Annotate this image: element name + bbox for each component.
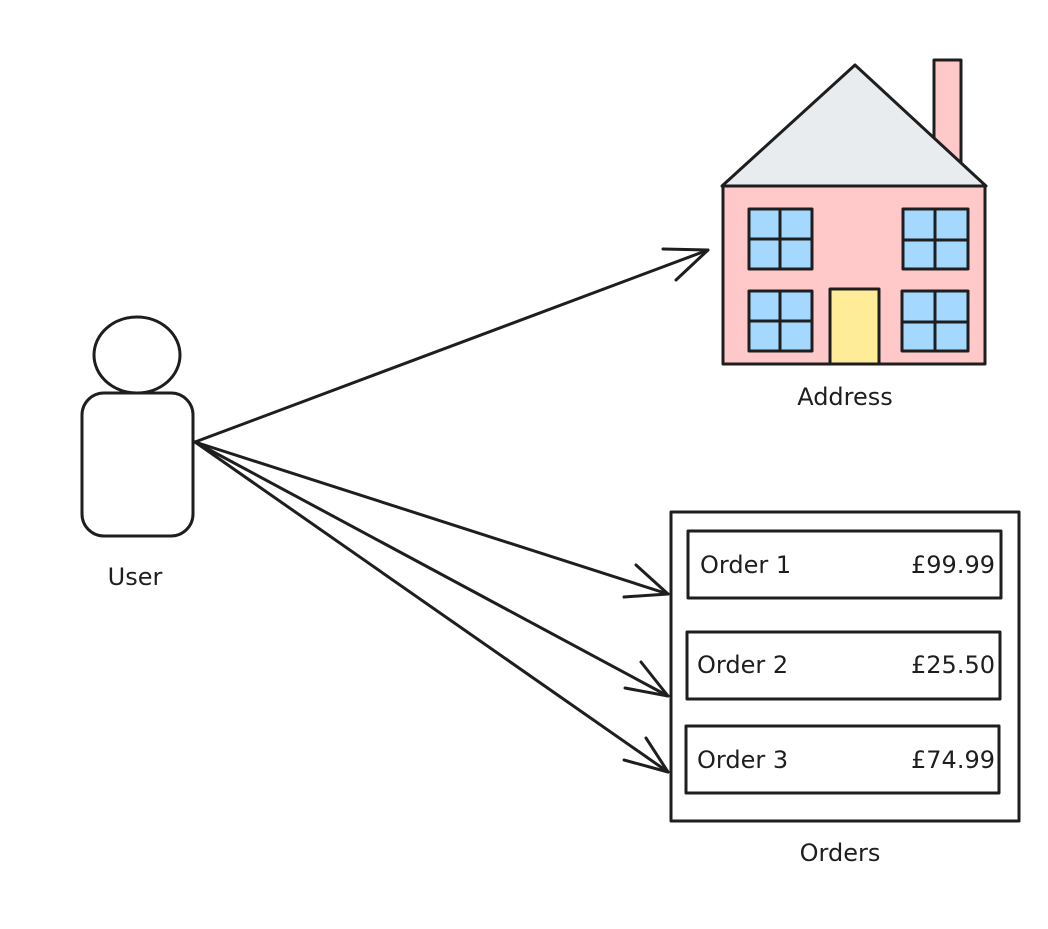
order-row: Order 1 £99.99 (686, 529, 1003, 600)
orders-node: Order 1 £99.99 Order 2 £25.50 Order 3 £7… (669, 510, 1021, 867)
person-icon (80, 315, 195, 538)
order-row: Order 2 £25.50 (685, 630, 1002, 701)
person-head (92, 315, 182, 395)
arrow-icon (193, 440, 670, 596)
arrow-icon (193, 440, 670, 698)
house-icon (720, 58, 988, 366)
house-window-top-right (901, 207, 970, 271)
arrow-user-to-order-1 (193, 440, 670, 599)
arrow-user-to-address (193, 247, 710, 444)
arrow-user-to-order-3 (193, 440, 670, 774)
orders-container (669, 510, 1021, 823)
user-node: User (80, 315, 195, 591)
order-row: Order 3 £74.99 (684, 724, 1001, 795)
house-door (828, 287, 881, 366)
order-name: Order 3 (697, 746, 788, 774)
order-name: Order 2 (697, 651, 788, 679)
user-label: User (108, 563, 163, 591)
arrow-icon (193, 248, 710, 444)
address-node: Address (720, 58, 988, 411)
arrow-user-to-order-2 (193, 440, 670, 698)
house-window-bottom-right (900, 289, 970, 353)
order-box (684, 724, 1001, 795)
order-box (686, 529, 1003, 600)
order-price: £99.99 (911, 551, 995, 579)
arrow-head (622, 736, 670, 774)
arrow-head (661, 247, 710, 282)
order-price: £25.50 (911, 651, 995, 679)
arrow-head (623, 660, 670, 698)
house-window-top-left (747, 207, 814, 271)
house-window-bottom-left (747, 289, 814, 353)
order-box (685, 630, 1002, 701)
orders-label: Orders (800, 839, 881, 867)
person-body (80, 391, 195, 538)
order-name: Order 1 (700, 551, 791, 579)
arrow-icon (193, 440, 670, 774)
arrow-head (622, 563, 670, 599)
address-label: Address (797, 383, 893, 411)
order-price: £74.99 (911, 746, 995, 774)
